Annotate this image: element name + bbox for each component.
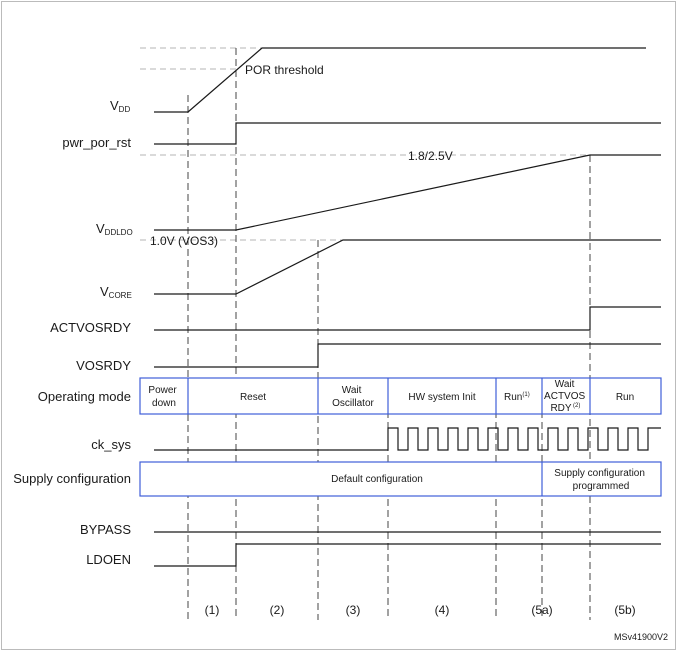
operating-mode-box — [139, 377, 662, 415]
vddldo-level-annotation: 1.8/2.5V — [408, 149, 453, 163]
supply-default-configuration: Default configuration — [331, 474, 423, 485]
vddldo-label: VDDLDO — [96, 221, 133, 237]
phase-label-1: (1) — [205, 603, 220, 617]
supply-configuration-label: Supply configuration — [13, 471, 131, 486]
mode-hw-system-init: HW system Init — [408, 392, 475, 403]
mode-run-b: Run — [616, 392, 634, 403]
vosrdy-waveform — [154, 343, 661, 368]
vcore-label: VCORE — [100, 284, 132, 300]
vdd-waveform — [154, 47, 646, 113]
vosrdy-label: VOSRDY — [76, 358, 131, 373]
ck-sys-label: ck_sys — [91, 437, 131, 452]
figure-reference: MSv41900V2 — [614, 632, 668, 642]
phase-label-4: (4) — [435, 603, 450, 617]
mode-wait-oscillator: Wait Oscillator — [332, 385, 374, 409]
mode-wait-actvosrdy-footnote: (2) — [573, 403, 580, 409]
bypass-label: BYPASS — [80, 522, 131, 537]
actvosrdy-label: ACTVOSRDY — [50, 320, 131, 335]
ldoen-waveform — [154, 543, 661, 567]
ldoen-label: LDOEN — [86, 552, 131, 567]
supply-configuration-programmed: Supply configuration programmed — [554, 468, 647, 492]
mode-reset: Reset — [240, 392, 266, 403]
actvosrdy-waveform — [154, 306, 661, 331]
mode-run-a: Run(1) — [504, 392, 530, 403]
vcore-level-annotation: 1.0V (VOS3) — [150, 234, 218, 248]
mode-wait-actvosrdy: Wait ACTVOS RDY — [544, 379, 588, 414]
por-threshold-annotation: POR threshold — [245, 63, 324, 77]
pwr-por-rst-waveform — [154, 122, 661, 145]
phase-label-2: (2) — [270, 603, 285, 617]
operating-mode-label: Operating mode — [38, 389, 131, 404]
vddldo-waveform — [154, 154, 661, 231]
phase-label-5a: (5a) — [531, 603, 552, 617]
supply-configuration-box — [139, 461, 662, 497]
ck-sys-waveform — [154, 427, 661, 451]
vdd-label: VDD — [110, 98, 130, 114]
mode-power-down: Power down — [148, 385, 179, 409]
phase-label-5b: (5b) — [614, 603, 635, 617]
pwr-por-rst-label: pwr_por_rst — [62, 135, 131, 150]
phase-label-3: (3) — [346, 603, 361, 617]
vcore-waveform — [154, 239, 661, 295]
